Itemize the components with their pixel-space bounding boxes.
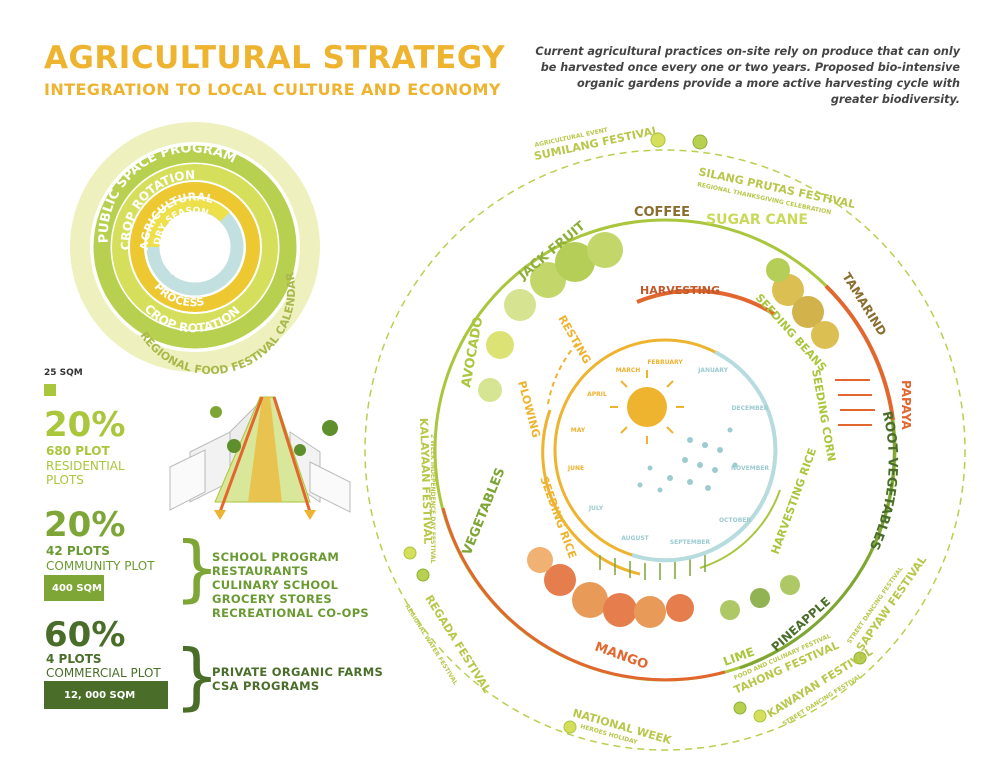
commercial-area-bar: 12, 000 SQM (44, 681, 168, 709)
program-wheel: PUBLIC SPACE PROGRAM CROP ROTATION AGRIC… (70, 122, 320, 375)
papaya-stalks (835, 379, 875, 426)
community-uses: SCHOOL PROGRAM RESTAURANTS CULINARY SCHO… (212, 550, 369, 620)
community-label: COMMUNITY PLOT (46, 559, 155, 573)
month-label: NOVEMBER (731, 465, 769, 472)
festival-name: KALAYAAN FESTIVAL (417, 418, 434, 545)
unit-swatch (44, 384, 56, 396)
page-subtitle: INTEGRATION TO LOCAL CULTURE AND ECONOMY (44, 80, 501, 99)
crop-label-vegetables: VEGETABLES (460, 466, 509, 558)
sun-icon (610, 370, 684, 444)
residential-percent: 20% (44, 405, 126, 445)
community-area-bar: 400 SQM (44, 575, 104, 601)
unit-label: 25 SQM (44, 368, 83, 378)
use-item: RESTAURANTS (212, 564, 309, 578)
crop-label-mango: MANGO (593, 640, 650, 673)
community-count: 42 PLOTS (46, 544, 110, 558)
residential-count: 680 PLOT (46, 444, 110, 458)
use-item: SCHOOL PROGRAM (212, 550, 340, 564)
cycle-label-harvesting: HARVESTING (640, 284, 720, 297)
festival-note: REGIONAL WATER FESTIVAL (403, 603, 459, 686)
rain-icon (637, 427, 738, 493)
page-title: AGRICULTURAL STRATEGY (44, 40, 506, 76)
month-label: APRIL (587, 391, 607, 398)
svg-text:ROOT VEGETABLES: ROOT VEGETABLES (866, 410, 900, 552)
crop-label-root-vegetables: ROOT VEGETABLES (866, 410, 900, 552)
crop-label-avocado: AVOCADO (459, 316, 486, 389)
commercial-label: COMMERCIAL PLOT (46, 666, 161, 680)
month-label: AUGUST (621, 535, 649, 542)
month-label: DECEMBER (732, 405, 769, 412)
month-label: JUNE (567, 465, 584, 472)
crop-label-tamarind: TAMARIND (839, 270, 889, 338)
month-label: JULY (588, 505, 604, 512)
street-illustration (169, 396, 351, 520)
cycle-label-resting: RESTING (555, 313, 593, 366)
month-label: MAY (571, 427, 586, 434)
month-labels: JANUARY FEBRUARY MARCH APRIL MAY JUNE JU… (567, 359, 769, 546)
crop-label-sugar-cane: SUGAR CANE (706, 212, 808, 228)
community-brace: } (174, 526, 220, 610)
commercial-count: 4 PLOTS (46, 652, 102, 666)
commercial-percent: 60% (44, 615, 126, 655)
commercial-uses: PRIVATE ORGANIC FARMS CSA PROGRAMS (212, 665, 383, 693)
crop-label-coffee: COFFEE (634, 205, 690, 220)
month-label: OCTOBER (719, 517, 751, 524)
month-label: MARCH (616, 367, 641, 374)
festival-dots (403, 132, 867, 734)
use-item: CSA PROGRAMS (212, 679, 320, 693)
residential-label-1: RESIDENTIAL (46, 459, 125, 473)
month-label: JANUARY (697, 367, 729, 374)
use-item: PRIVATE ORGANIC FARMS (212, 665, 384, 679)
intro-text: Current agricultural practices on-site r… (535, 45, 960, 106)
residential-label-2: PLOTS (46, 473, 84, 487)
commercial-brace: } (174, 634, 220, 718)
festival-note: 2 WEEK INDEPENDENCE DAY FESTIVAL (429, 434, 436, 564)
rice-sprouts (599, 555, 706, 580)
use-item: GROCERY STORES (212, 592, 333, 606)
crop-label-papaya: PAPAYA (899, 380, 913, 430)
use-item: CULINARY SCHOOL (212, 578, 339, 592)
tree-foliage (478, 232, 839, 628)
cycle-label-seeding-rice: SEEDING RICE (537, 475, 579, 561)
cycle-label-seeding-corn: SEEDING CORN (809, 368, 838, 462)
festival-name: SAPYAW FESTIVAL (854, 554, 930, 654)
cycle-label-plowing: PLOWING (515, 379, 543, 439)
use-item: RECREATIONAL CO-OPS (212, 606, 370, 620)
month-label: FEBRUARY (647, 359, 683, 366)
community-percent: 20% (44, 505, 126, 545)
month-label: SEPTEMBER (670, 539, 711, 546)
